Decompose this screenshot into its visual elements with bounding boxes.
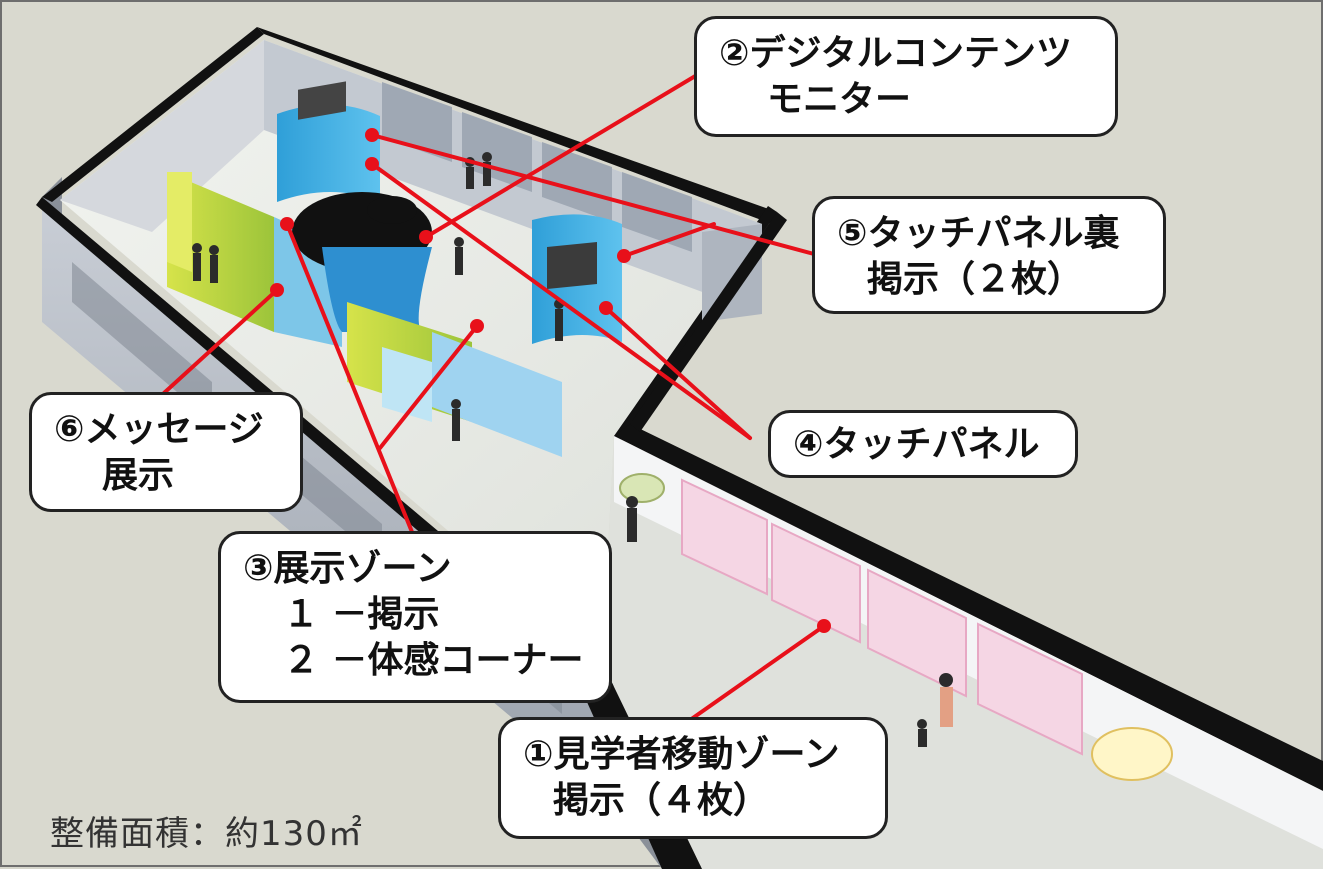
floor-area-note: 整備面積：約130㎡ (50, 814, 363, 854)
corridor-posters (619, 473, 1173, 781)
callout-digital-monitor-line2: モニター (767, 79, 912, 120)
leader-dots (270, 128, 831, 633)
callout-leaders (162, 70, 826, 722)
callout-visitor-corridor-line2: 掲示（４枚） (553, 780, 770, 821)
leader-5b (622, 222, 716, 258)
callout-message-display-line2: 展示 (102, 455, 175, 496)
callout-message-display: ⑥メッセージ 展示 (29, 392, 303, 512)
leader-5a (370, 133, 816, 256)
exhibit-structures (167, 81, 622, 457)
visitor-figures (192, 152, 953, 747)
leader-3b (378, 324, 479, 450)
callout-touch-panel-back: ⑤タッチパネル裏 掲示（２枚） (812, 196, 1166, 314)
callout-touch-panel-back-line2: 掲示（２枚） (867, 259, 1084, 300)
callout-touch-panel-back-line1: ⑤タッチパネル裏 (837, 213, 1120, 254)
leader-1 (688, 624, 826, 722)
leader-3a (285, 222, 414, 534)
leader-6 (162, 288, 279, 395)
callout-touch-panel: ④タッチパネル (768, 410, 1078, 478)
callout-digital-monitor: ②デジタルコンテンツ モニター (694, 16, 1118, 137)
leader-4a (370, 162, 752, 440)
leader-2 (424, 70, 704, 239)
callout-exhibit-zone: ③展示ゾーン １ －掲示 ２ －体感コーナー (218, 531, 612, 703)
callout-exhibit-zone-line1: ③展示ゾーン (243, 548, 452, 589)
callout-visitor-corridor: ①見学者移動ゾーン 掲示（４枚） (498, 717, 888, 839)
callout-exhibit-zone-line3: ２ －体感コーナー (283, 640, 584, 681)
callout-visitor-corridor-line1: ①見学者移動ゾーン (523, 734, 840, 775)
callout-message-display-line1: ⑥メッセージ (54, 409, 264, 450)
leader-4b (604, 306, 752, 440)
callout-exhibit-zone-line2: １ －掲示 (283, 594, 440, 635)
callout-touch-panel-line1: ④タッチパネル (793, 424, 1040, 465)
callout-digital-monitor-line1: ②デジタルコンテンツ (719, 33, 1073, 74)
